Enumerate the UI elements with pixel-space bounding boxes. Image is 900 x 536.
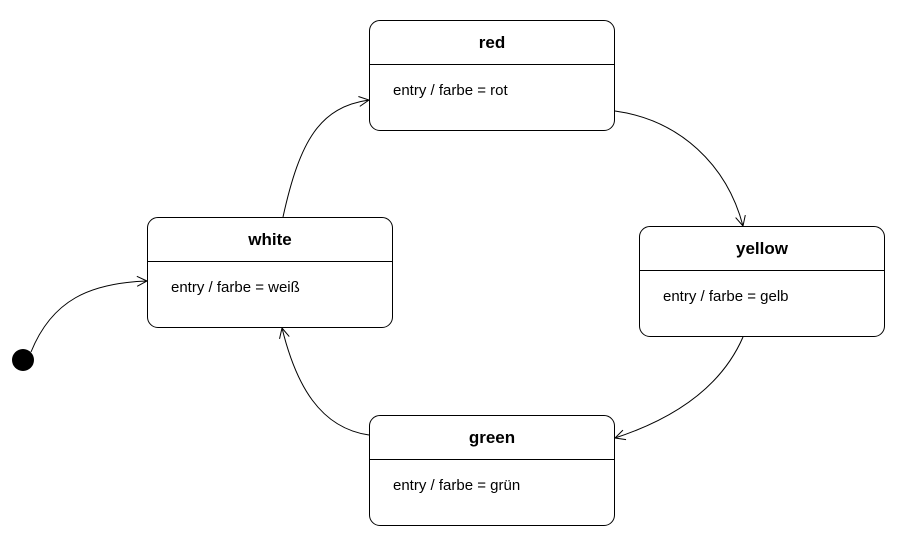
state-red-action: entry / farbe = rot <box>393 82 508 99</box>
state-white: white entry / farbe = weiß <box>147 217 393 328</box>
transition-red-to-yellow <box>614 110 743 226</box>
transition-initial-to-white <box>30 281 147 353</box>
state-yellow-name: yellow <box>640 227 884 271</box>
state-green-action: entry / farbe = grün <box>393 477 521 494</box>
state-white-action: entry / farbe = weiß <box>171 279 300 296</box>
transition-white-to-red <box>282 100 369 218</box>
state-white-name: white <box>148 218 392 262</box>
state-red-name: red <box>370 21 614 65</box>
transition-yellow-to-green <box>615 336 744 438</box>
state-yellow: yellow entry / farbe = gelb <box>639 226 885 337</box>
initial-node <box>12 349 34 371</box>
state-yellow-action: entry / farbe = gelb <box>663 288 789 305</box>
state-green: green entry / farbe = grün <box>369 415 615 526</box>
state-green-name: green <box>370 416 614 460</box>
state-red: red entry / farbe = rot <box>369 20 615 131</box>
transition-green-to-white <box>282 328 370 436</box>
